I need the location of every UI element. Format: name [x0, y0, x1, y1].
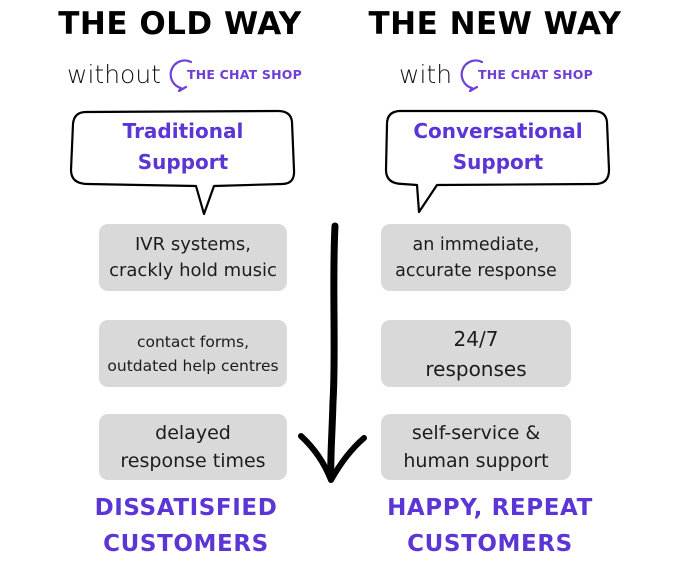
bubble-line-1: Conversational	[413, 119, 583, 143]
old-way-heading: THE OLD WAY	[58, 6, 302, 42]
dissatisfied-customers: DISSATISFIED CUSTOMERS	[94, 495, 278, 557]
chat-shop-logo: THE CHAT SHOP	[458, 56, 593, 92]
chat-bubble-icon	[460, 59, 484, 92]
chat-bubble-icon	[169, 59, 193, 92]
chat-shop-logo-text: THE CHAT SHOP	[186, 66, 302, 82]
traditional-support-bubble: Traditional Support	[68, 108, 298, 218]
new-way-subline: with THE CHAT SHOP	[399, 56, 593, 92]
old-card-ivr: IVR systems,crackly hold music	[99, 224, 287, 291]
with-label: with	[399, 59, 453, 89]
new-card-self-service: self-service &human support	[381, 414, 571, 480]
speech-bubble-outline	[384, 109, 611, 214]
down-arrow	[298, 222, 367, 483]
bubble-line-1: Traditional	[122, 119, 244, 143]
chat-shop-logo: THE CHAT SHOP	[167, 56, 302, 92]
bubble-line-2: Support	[452, 150, 544, 174]
bubble-line-2: Support	[137, 150, 229, 174]
conversational-support-bubble: Conversational Support	[383, 108, 613, 218]
new-card-immediate: an immediate,accurate response	[381, 224, 571, 291]
without-label: without	[67, 59, 161, 89]
chat-shop-logo-text: THE CHAT SHOP	[478, 66, 593, 82]
new-way-heading: THE NEW WAY	[368, 6, 622, 42]
speech-bubble-outline	[69, 109, 296, 216]
old-card-contact-forms: contact forms,outdated help centres	[99, 320, 287, 387]
old-way-subline: without THE CHAT SHOP	[67, 56, 302, 92]
happy-repeat-customers: HAPPY, REPEAT CUSTOMERS	[387, 495, 593, 557]
